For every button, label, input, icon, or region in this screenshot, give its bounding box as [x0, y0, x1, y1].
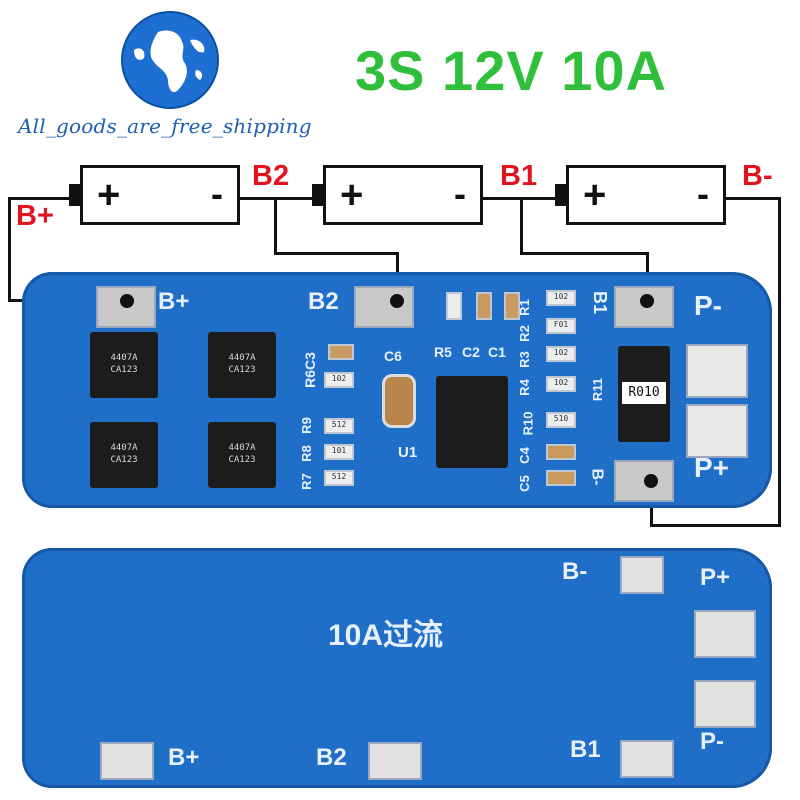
bottom-overcurrent-text: 10A过流 [328, 619, 444, 652]
pad-label-p-minus: P- [694, 290, 722, 321]
pad-label-b2: B2 [308, 288, 339, 315]
battery-cell-1: + - [69, 165, 240, 225]
silk-c5: C5 [516, 475, 532, 492]
mosfet-4 [208, 422, 276, 488]
silk-r7: R7 [298, 473, 314, 490]
smd-resistor-r7: 512 [324, 470, 354, 486]
connection-dot-b2 [390, 294, 404, 308]
smd-resistor-r6: 102 [324, 372, 354, 388]
bottom-label-b-minus: B- [562, 558, 588, 585]
smd-capacitor-c5 [546, 470, 576, 486]
pcb-bottom-view: 10A过流 B- P+ P- B+ B2 B1 [22, 548, 772, 788]
smd-capacitor-c4 [546, 444, 576, 460]
tab-p-plus [686, 404, 748, 458]
capacitor-c6 [382, 374, 416, 428]
connection-dot-b1 [640, 294, 654, 308]
mosfet-1 [90, 332, 158, 398]
silk-r10: R10 [520, 411, 536, 436]
label-b1: B1 [500, 160, 538, 192]
smd-resistor-r9: 512 [324, 418, 354, 434]
pcb-top-view: B+ B2 B1 P- P+ B- R010 4407A CA123 4407A… [22, 272, 772, 508]
bottom-label-b1: B1 [570, 736, 601, 763]
mosfet-2 [208, 332, 276, 398]
globe-logo [120, 10, 220, 110]
pad-label-b-minus: B- [588, 468, 606, 486]
silk-r4: R4 [516, 379, 532, 396]
silk-c4: C4 [516, 447, 532, 464]
pad-b2 [354, 286, 414, 328]
smd-resistor-r10: 510 [546, 412, 576, 428]
smd-resistor-r3: 102 [546, 346, 576, 362]
silk-r2: R2 [516, 325, 532, 342]
battery-cell-3: + - [555, 165, 726, 225]
bottom-tab-p-plus [694, 610, 756, 658]
bottom-label-p-minus: P- [700, 728, 724, 755]
protection-ic-u1 [436, 376, 508, 468]
mosfet-3 [90, 422, 158, 488]
smd-capacitor-c2 [476, 292, 492, 320]
smd-capacitor-c3 [328, 344, 354, 360]
bottom-pad-b1 [620, 740, 674, 778]
smd-capacitor-c1 [504, 292, 520, 320]
silk-r5: R5 [434, 344, 452, 360]
silk-r6c3: R6C3 [301, 352, 318, 388]
silk-r9: R9 [298, 417, 314, 434]
bottom-pad-b2 [368, 742, 422, 780]
bottom-label-b2: B2 [316, 744, 347, 771]
silk-c6: C6 [384, 348, 402, 364]
smd-resistor-r8: 101 [324, 444, 354, 460]
smd-resistor-r4: 102 [546, 376, 576, 392]
smd-resistor-r5 [446, 292, 462, 320]
pad-label-b-plus: B+ [158, 288, 190, 315]
connection-dot-b-plus [120, 294, 134, 308]
smd-resistor-r2: F01 [546, 318, 576, 334]
connection-dot-p-plus [644, 474, 658, 488]
label-b-plus: B+ [16, 200, 54, 232]
silk-r3: R3 [516, 351, 532, 368]
bottom-pad-b-minus [620, 556, 664, 594]
bottom-pad-b-plus [100, 742, 154, 780]
smd-resistor-r1: 102 [546, 290, 576, 306]
battery-cell-2: + - [312, 165, 483, 225]
silk-u1: U1 [398, 444, 418, 461]
bottom-label-b-plus: B+ [168, 744, 200, 771]
silk-c1: C1 [488, 344, 506, 360]
product-title: 3S 12V 10A [355, 39, 667, 102]
silk-c2: C2 [462, 344, 480, 360]
label-b2: B2 [252, 160, 290, 192]
bottom-tab-p-minus [694, 680, 756, 728]
silk-r8: R8 [298, 445, 314, 462]
bottom-label-p-plus: P+ [700, 564, 731, 591]
label-b-minus: B- [742, 160, 773, 192]
pad-label-b1: B1 [590, 290, 611, 315]
tab-p-minus [686, 344, 748, 398]
shunt-resistor: R010 [618, 346, 670, 442]
silk-r11: R11 [590, 377, 606, 402]
shop-name: All_goods_are_free_shipping [18, 114, 312, 138]
